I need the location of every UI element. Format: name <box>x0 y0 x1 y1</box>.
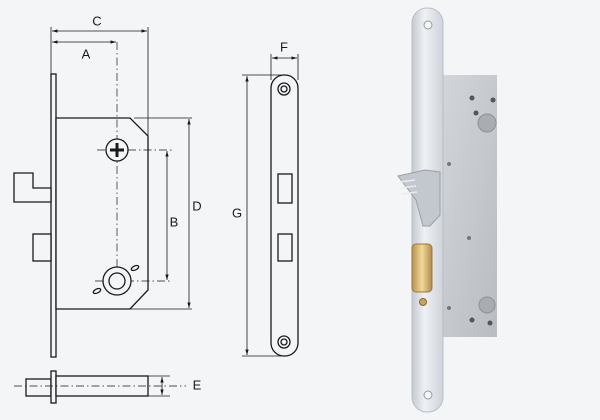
dimension-label-f: F <box>280 39 288 54</box>
dimension-label-e: E <box>193 377 202 392</box>
bolt-tail <box>25 378 52 397</box>
dimension-label-g: G <box>232 205 242 220</box>
side-view-lock-body: C A B D <box>13 13 202 358</box>
dimension-label-c: C <box>92 13 101 28</box>
cylinder-hole-icon <box>92 264 140 296</box>
screw-hole-icon <box>277 82 291 96</box>
screw-hole-icon <box>423 20 433 30</box>
mortise-hook-lock-photo <box>397 7 497 413</box>
adjustment-screw <box>419 298 427 306</box>
faceplate-outline <box>270 74 299 357</box>
dimension-label-d: D <box>192 198 201 213</box>
hook-bolt <box>13 172 52 203</box>
brass-roller-latch <box>411 243 433 293</box>
lock-case-outline <box>55 117 149 310</box>
dimension-label-b: B <box>170 214 179 229</box>
dimension-label-a: A <box>82 46 91 61</box>
faceplate-edge <box>50 73 57 358</box>
hook-bolt <box>397 169 441 227</box>
screw-icon <box>105 138 129 162</box>
screw-hole-icon <box>423 390 433 400</box>
cylinder-hole <box>478 296 496 314</box>
faceplate-section <box>50 370 57 404</box>
hook-opening <box>277 173 293 204</box>
spindle-hole <box>477 113 497 133</box>
front-view-faceplate: G F <box>232 39 299 357</box>
screw-hole-icon <box>277 335 291 349</box>
latch-bolt <box>32 233 52 262</box>
top-view-bolt: E <box>14 370 202 404</box>
latch-opening <box>277 233 293 262</box>
